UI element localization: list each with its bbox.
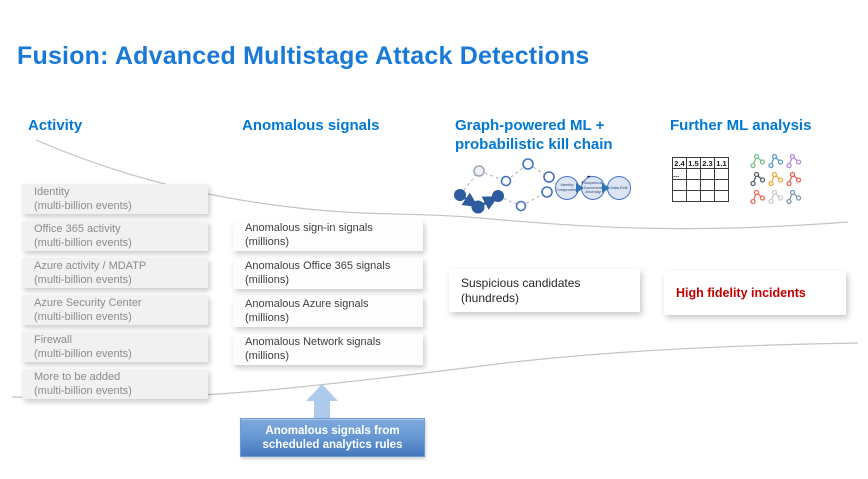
callout-line2: scheduled analytics rules	[262, 439, 403, 451]
signal-box-network: Anomalous Network signals (millions)	[233, 334, 423, 365]
mini-graph-icon	[750, 171, 766, 187]
activity-box-azure-security-center: Azure Security Center (multi-billion eve…	[22, 295, 208, 325]
kill-chain-arrow-icon	[576, 183, 584, 193]
activity-box-firewall: Firewall (multi-billion events)	[22, 332, 208, 362]
signal-box-azure: Anomalous Azure signals (millions)	[233, 296, 423, 327]
mini-graph-icon	[786, 189, 802, 205]
up-arrow-icon	[306, 384, 338, 420]
ml-models-icon-grid	[750, 153, 804, 207]
table-row	[672, 190, 729, 202]
page-title: Fusion: Advanced Multistage Attack Detec…	[17, 42, 590, 70]
column-header-anomalous-signals: Anomalous signals	[242, 117, 380, 134]
table-row: ...	[672, 168, 729, 180]
callout-line1: Anomalous signals from	[265, 425, 400, 437]
mini-graph-icon	[786, 171, 802, 187]
column-header-graph-ml-line1: Graph-powered ML +	[455, 117, 605, 134]
activity-box-office365: Office 365 activity (multi-billion event…	[22, 221, 208, 251]
column-header-graph-ml-line2: probabilistic kill chain	[455, 136, 613, 153]
signal-box-office365: Anomalous Office 365 signals (millions)	[233, 258, 423, 289]
signal-graph-icon	[454, 158, 555, 214]
table-row: 2.4 1.5 2.3 1.1	[672, 157, 729, 169]
activity-box-identity: Identity (multi-billion events)	[22, 184, 208, 214]
high-fidelity-incidents-label: High fidelity incidents	[676, 286, 806, 300]
table-row	[672, 179, 729, 191]
mini-graph-icon	[786, 153, 802, 169]
high-fidelity-incidents-box: High fidelity incidents	[664, 271, 846, 315]
column-header-activity: Activity	[28, 117, 83, 134]
mini-graph-icon	[750, 153, 766, 169]
activity-box-azure-mdatp: Azure activity / MDATP (multi-billion ev…	[22, 258, 208, 288]
mini-graph-icon	[768, 171, 784, 187]
signal-box-signin: Anomalous sign-in signals (millions)	[233, 220, 423, 251]
kill-chain-stage-document-anomaly: Suspicious Document Anomaly	[581, 176, 605, 200]
kill-chain-arrow-icon	[602, 183, 610, 193]
mini-graph-icon	[750, 189, 766, 205]
ml-score-table: 2.4 1.5 2.3 1.1 ...	[672, 157, 729, 202]
scheduled-analytics-callout: Anomalous signals from scheduled analyti…	[240, 418, 425, 457]
mini-graph-icon	[768, 189, 784, 205]
suspicious-candidates-box: Suspicious candidates (hundreds)	[449, 269, 640, 312]
mini-graph-icon	[768, 153, 784, 169]
column-header-graph-ml: Graph-powered ML + probabilistic kill ch…	[455, 116, 613, 154]
activity-box-more: More to be added (multi-billion events)	[22, 369, 208, 399]
kill-chain-stage-identity-compromise: Identity Compromise	[555, 176, 579, 200]
upper-funnel-curve	[35, 139, 849, 230]
kill-chain-stage-data-exfil: Data Exfil	[607, 176, 631, 200]
column-header-further-ml: Further ML analysis	[670, 117, 812, 134]
